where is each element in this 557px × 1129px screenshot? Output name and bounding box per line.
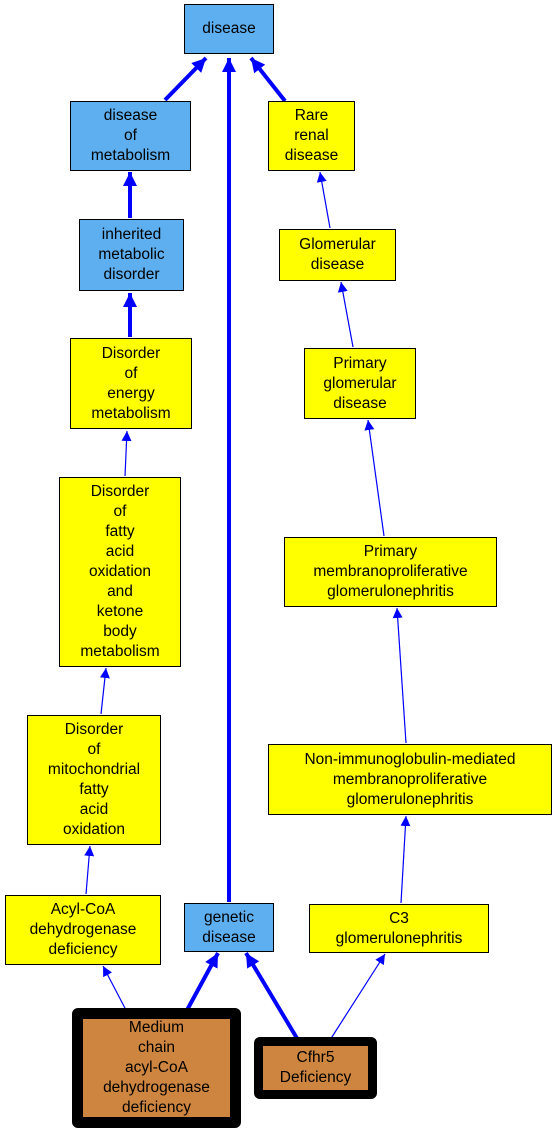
- edge-glom-to-rare: [316, 171, 331, 229]
- edge-nonig-to-pmpgn: [392, 607, 407, 744]
- node-disease[interactable]: disease: [184, 4, 274, 54]
- node-label-line: metabolism: [91, 404, 171, 422]
- node-label-line: fatty: [79, 781, 109, 798]
- node-label-line: metabolism: [80, 643, 160, 660]
- node-label-line: inherited: [101, 226, 162, 243]
- node-label-line: deficiency: [122, 1099, 191, 1116]
- node-label-line: dehydrogenase: [103, 1079, 210, 1096]
- node-label-line: disease: [202, 20, 256, 37]
- node-label-line: renal: [294, 127, 329, 144]
- node-rare-renal-disease[interactable]: Rare renal disease: [268, 101, 355, 171]
- node-label-line: disease: [284, 147, 339, 164]
- node-label-line: of: [87, 741, 101, 758]
- node-glomerular-disease[interactable]: Glomerular disease: [279, 229, 396, 281]
- node-label-line: membranoproliferative: [313, 563, 468, 580]
- node-label-line: membranoproliferative: [332, 770, 488, 788]
- edge-mcad-to-acyl: [102, 965, 128, 1013]
- node-disorder-of-energy-metabolism[interactable]: Disorder of energy metabolism: [70, 338, 192, 429]
- node-label-line: genetic: [204, 908, 254, 926]
- node-label-line: acid: [79, 801, 109, 818]
- node-mcad-deficiency[interactable]: Medium chain acyl-CoA dehydrogenase deficien…: [72, 1008, 241, 1128]
- node-label-line: acid: [105, 543, 135, 560]
- node-label-line: dehydrogenase: [29, 921, 137, 938]
- node-label-line: Cfhr5: [296, 1049, 335, 1066]
- edge-c3-to-nonig: [400, 815, 411, 904]
- node-label-line: Acyl-CoA: [50, 901, 116, 918]
- node-label-line: glomerulonephritis: [346, 790, 474, 808]
- node-label-line: C3: [389, 909, 409, 927]
- node-label-line: of: [113, 503, 127, 520]
- node-label-line: disorder: [103, 266, 160, 283]
- node-label-line: energy: [107, 384, 155, 402]
- edge-mcad-to-genetic: [184, 952, 220, 1013]
- node-label-line: oxidation: [62, 821, 126, 838]
- node-non-ig-mpgn[interactable]: Non-immunoglobulin-mediated membranoproli…: [268, 744, 552, 815]
- node-label-line: disease: [333, 394, 387, 412]
- edge-dom-to-disease: [163, 56, 208, 102]
- node-inherited-metabolic-disorder[interactable]: inherited metabolic disorder: [79, 219, 184, 291]
- node-label-line: Primary: [333, 354, 387, 372]
- edge-acyl-to-mito: [84, 845, 95, 895]
- node-label-line: Disorder: [90, 483, 150, 500]
- node-c3-glomerulonephritis[interactable]: C3 glomerulonephritis: [309, 904, 489, 953]
- node-disease-of-metabolism[interactable]: disease of metabolism: [70, 101, 191, 171]
- node-disorder-mito-fatty-acid[interactable]: Disorder of mitochondrial fatty acid oxidatio…: [27, 715, 161, 845]
- node-label-line: of: [124, 127, 137, 144]
- edge-fatty-to-energy: [121, 430, 132, 477]
- node-primary-mpgn[interactable]: Primary membranoproliferative glomerulonep…: [284, 537, 497, 607]
- edge-cfhr5-to-c3: [329, 953, 386, 1041]
- node-label-line: Primary: [363, 543, 418, 560]
- edge-primglom-to-glom: [337, 281, 354, 348]
- node-label-line: body: [103, 623, 137, 640]
- node-label-line: Disorder: [64, 721, 124, 738]
- node-label-line: ketone: [96, 603, 144, 620]
- node-label-line: of: [124, 364, 138, 382]
- node-acyl-coa-dh-deficiency[interactable]: Acyl-CoA dehydrogenase deficiency: [5, 895, 161, 965]
- node-label-line: disease: [202, 928, 256, 946]
- node-label-line: disease: [103, 107, 158, 124]
- node-label-line: Medium: [128, 1019, 185, 1036]
- node-label-line: acyl-CoA: [125, 1059, 188, 1076]
- node-label-line: chain: [137, 1039, 176, 1056]
- node-label-line: fatty: [105, 523, 135, 540]
- node-genetic-disease[interactable]: genetic disease: [184, 903, 274, 952]
- node-label-line: mitochondrial: [47, 761, 141, 778]
- node-label-line: metabolic: [98, 246, 165, 263]
- node-label-line: Disorder: [101, 344, 161, 362]
- node-label-line: metabolism: [90, 147, 171, 164]
- node-label-line: glomerular: [323, 374, 397, 392]
- edge-rare-to-disease: [249, 56, 287, 103]
- node-primary-glomerular-disease[interactable]: Primary glomerular disease: [304, 348, 416, 419]
- edge-mito-to-fatty: [99, 667, 110, 715]
- edge-cfhr5-to-genetic: [244, 951, 300, 1042]
- node-label-line: oxidation: [88, 563, 152, 580]
- node-label-line: disease: [310, 256, 365, 273]
- node-disorder-fatty-acid-ketone[interactable]: Disorder of fatty acid oxidation and ketone bod…: [59, 477, 181, 667]
- node-label-line: Non-immunoglobulin-mediated: [304, 750, 516, 768]
- node-label-line: glomerulonephritis: [327, 583, 454, 600]
- node-label-line: glomerulonephritis: [335, 929, 463, 947]
- node-label-line: Rare: [294, 107, 329, 124]
- node-label-line: deficiency: [48, 941, 118, 958]
- node-label-line: and: [107, 583, 133, 600]
- node-label-line: Deficiency: [279, 1069, 352, 1086]
- node-label-line: Glomerular: [299, 236, 376, 253]
- edge-pmpgn-to-primglom: [364, 419, 385, 537]
